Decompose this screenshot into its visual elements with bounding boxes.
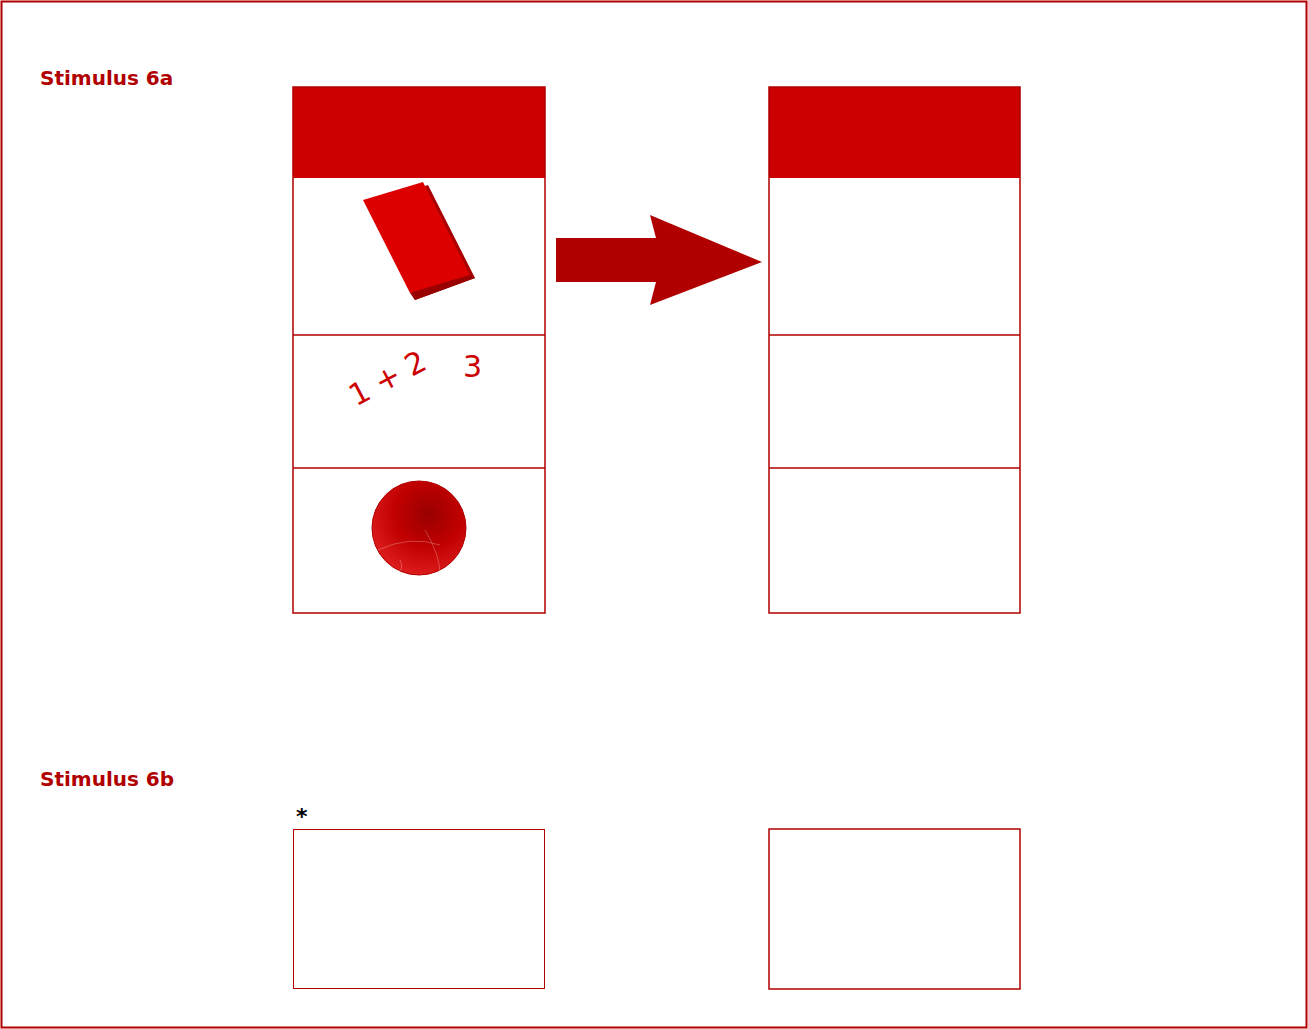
table-header xyxy=(769,87,1020,178)
table-header xyxy=(293,87,545,178)
stimulus-heading: Stimulus 6a xyxy=(40,66,173,90)
table-frame xyxy=(293,87,545,613)
math-text: 1 + 2 xyxy=(343,343,432,413)
empty-box xyxy=(769,829,1020,989)
stimulus-heading: Stimulus 6b xyxy=(40,767,174,791)
book-icon xyxy=(363,182,475,300)
stimulus-box: * xyxy=(293,829,545,989)
mark-symbol: * xyxy=(296,804,308,829)
math-text: 3 xyxy=(463,349,482,384)
table-frame xyxy=(769,87,1020,613)
math-cell: 1 + 2 3 xyxy=(293,335,545,468)
big-arrow xyxy=(556,215,762,305)
ball-icon xyxy=(372,481,466,575)
